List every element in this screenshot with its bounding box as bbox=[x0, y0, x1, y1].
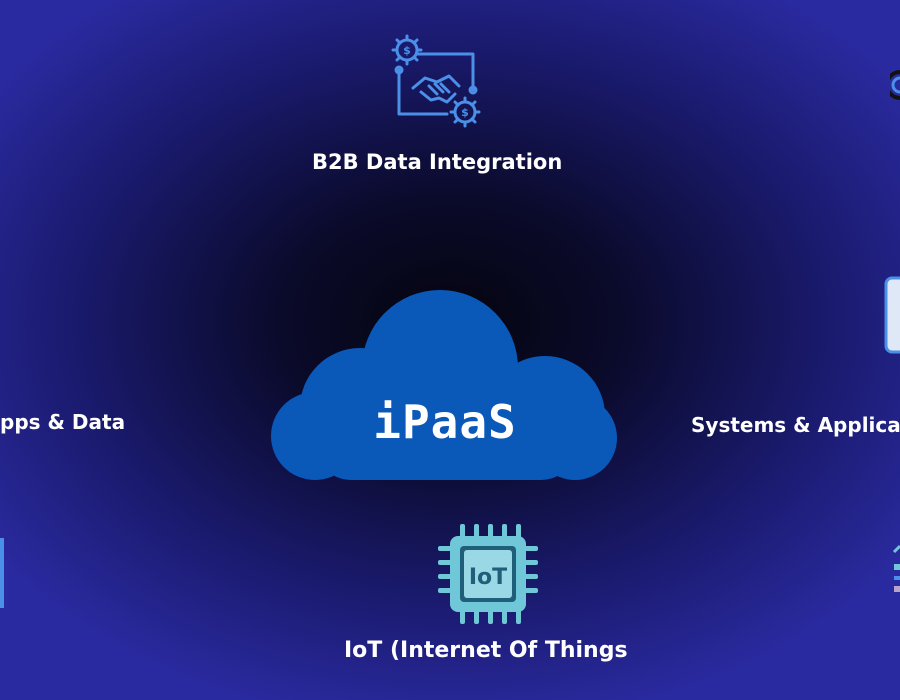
systems-applications-label: Systems & Applicat bbox=[691, 413, 900, 437]
svg-text:$: $ bbox=[461, 106, 469, 119]
iot-chip-text: IoT bbox=[469, 565, 507, 590]
partial-icon-top-right bbox=[890, 70, 900, 100]
partial-icon-bottom-left bbox=[0, 538, 4, 608]
svg-text:$: $ bbox=[403, 44, 411, 57]
monitor-icon-partial bbox=[884, 276, 900, 354]
handshake-gears-icon: $ $ bbox=[391, 34, 481, 128]
b2b-label: B2B Data Integration bbox=[312, 150, 563, 174]
partial-icon-bottom-right bbox=[892, 544, 900, 592]
ipaas-label: iPaaS bbox=[373, 395, 517, 449]
apps-data-label: pps & Data bbox=[0, 410, 126, 434]
iot-chip-icon: IoT bbox=[438, 524, 538, 624]
iot-label: IoT (Internet Of Things bbox=[344, 638, 628, 663]
cloud-icon bbox=[271, 290, 617, 480]
